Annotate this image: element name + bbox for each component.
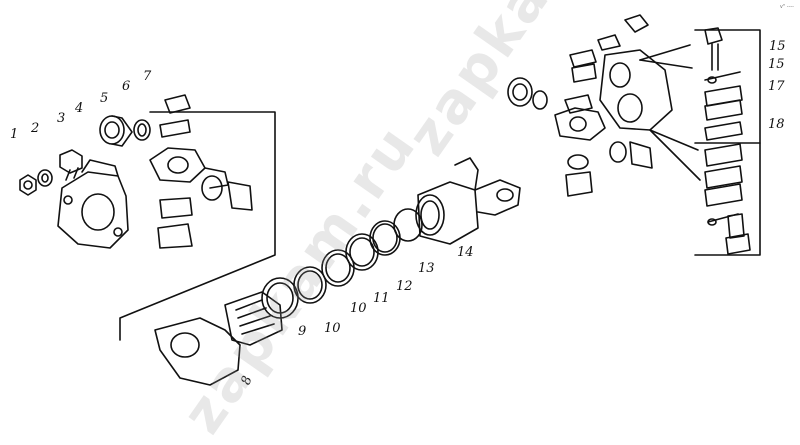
part-5-bearing-cup: [99, 115, 133, 147]
callout-2: 2: [31, 121, 40, 136]
part-17-plates: [704, 85, 743, 121]
part-15-bolt: [704, 27, 741, 84]
part-10a-ring: [293, 266, 327, 304]
callout-13: 13: [418, 261, 435, 276]
part-7-cross: [149, 94, 253, 249]
part-13-circlip: [393, 208, 423, 242]
corner-mark: v" ----: [779, 4, 794, 10]
callout-14: 14: [457, 245, 474, 260]
frame-left: [119, 111, 276, 341]
callout-5: 5: [100, 91, 109, 106]
callout-15a: 15: [769, 39, 786, 54]
callout-6: 6: [122, 79, 131, 94]
callout-12: 12: [396, 279, 413, 294]
callout-10b: 11: [373, 291, 390, 306]
callout-1: 1: [10, 127, 19, 142]
right-cross-assembly: [507, 49, 653, 197]
callout-9: 9: [298, 324, 307, 339]
part-6-seal: [133, 119, 151, 141]
part-1-nut: [19, 174, 37, 196]
part-3-bolt: [59, 149, 83, 181]
callout-18: 18: [768, 117, 785, 132]
part-4-flange: [57, 159, 129, 249]
callout-4: 4: [75, 101, 84, 116]
callout-15b: 15: [768, 57, 785, 72]
part-14-sleeve-yoke: [415, 157, 521, 245]
callout-10a: 10: [324, 321, 341, 336]
callout-11: 10: [350, 301, 367, 316]
callout-17: 17: [768, 79, 785, 94]
callout-3: 3: [57, 111, 66, 126]
lower-plate-group: [704, 143, 751, 255]
part-2-washer: [37, 169, 53, 187]
part-18-lock-plate: [704, 121, 743, 141]
right-flange: [597, 14, 673, 131]
part-10b-ring: [345, 233, 379, 271]
callout-7: 7: [143, 69, 152, 84]
diagram-stage: 1 2 3 4 5 6 7 8 9 10 10 11 12 13 14 15 1…: [10, 0, 794, 445]
exploded-parts-drawing: [19, 14, 761, 386]
